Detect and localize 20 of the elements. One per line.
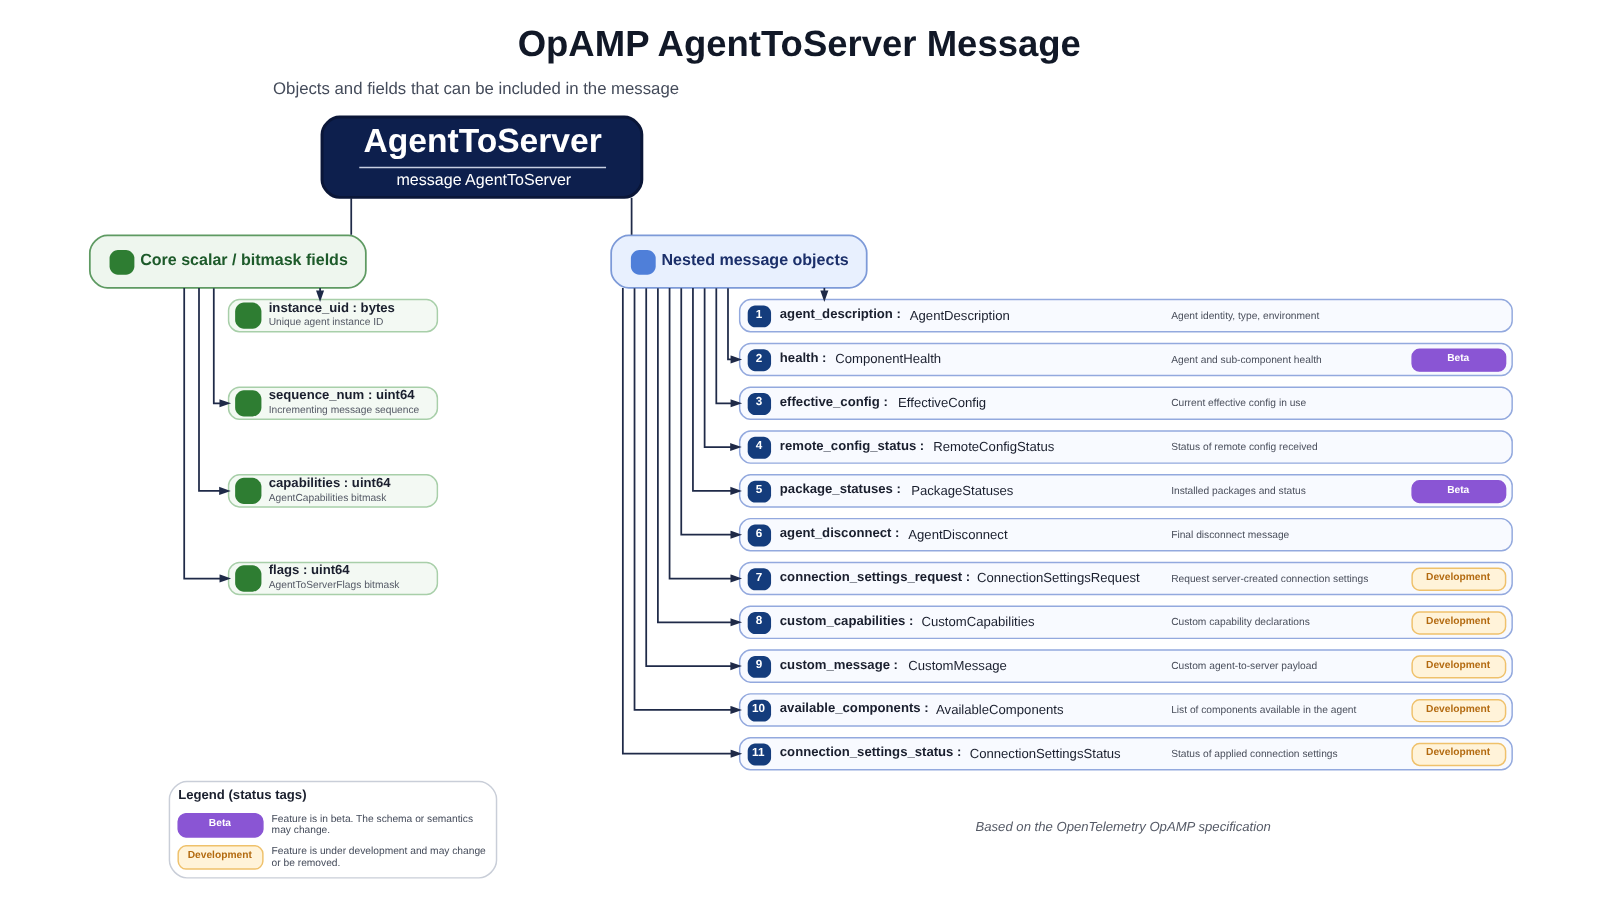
- node-box: Core scalar / bitmask fields: [87, 234, 366, 289]
- arrow: [714, 287, 742, 408]
- node-box: AgentToServer message AgentToServer: [319, 115, 643, 199]
- connector: [349, 197, 352, 236]
- arrow: [667, 287, 742, 583]
- arrow: [620, 287, 742, 758]
- arrow: [702, 287, 741, 452]
- arrow: [182, 287, 231, 583]
- arrow: [726, 287, 742, 364]
- label: Objects and fields that can be included in the message: [272, 77, 679, 98]
- connector: [629, 197, 632, 236]
- arrow: [656, 287, 742, 627]
- arrow: [632, 287, 741, 714]
- arrow: [679, 287, 742, 539]
- arrow: [197, 287, 230, 495]
- node-box: Nested message objects: [609, 234, 867, 289]
- arrow: [211, 287, 231, 408]
- arrow: [691, 287, 741, 495]
- arrow: [644, 287, 741, 671]
- diagram-title: OpAMP AgentToServer Message: [516, 21, 1080, 64]
